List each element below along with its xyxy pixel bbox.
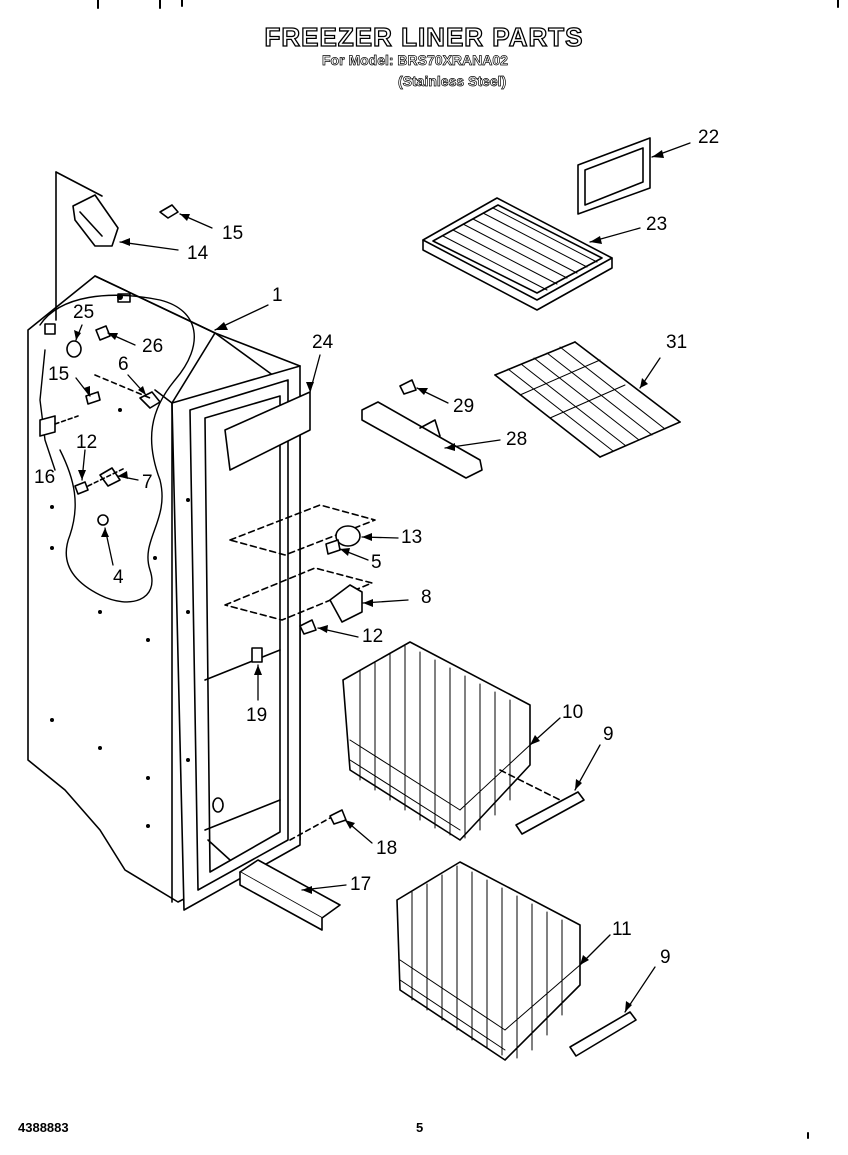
dashed-outline <box>229 504 376 556</box>
callout-10: 10 <box>562 702 583 723</box>
part-9-front-lower <box>569 1011 637 1057</box>
callout-18: 18 <box>376 838 397 859</box>
callout-numbers: 1 4 5 6 7 8 9 9 10 11 12 12 13 14 15 15 … <box>34 127 719 968</box>
screw-part <box>74 481 89 495</box>
dashed-leader <box>289 817 331 841</box>
screw-part <box>299 619 317 635</box>
callout-24: 24 <box>312 332 334 353</box>
page-number: 5 <box>416 1120 424 1135</box>
part-23-shelf <box>422 197 613 311</box>
part-28-bracket <box>361 401 483 479</box>
screw-part <box>159 204 179 219</box>
arrowheads <box>74 150 664 1012</box>
bracket-detail <box>79 211 103 237</box>
part-16-block <box>39 415 56 437</box>
callout-12-left: 12 <box>76 432 97 453</box>
callout-4: 4 <box>113 567 124 588</box>
callout-1: 1 <box>272 285 283 306</box>
part-29-screw <box>399 379 417 395</box>
part-31-wire-shelf <box>494 341 681 458</box>
callout-5: 5 <box>371 552 382 573</box>
part-4-fastener <box>97 514 109 526</box>
part-10-basket <box>342 641 531 841</box>
leader-line <box>55 171 103 197</box>
callout-22: 22 <box>698 127 719 148</box>
part-28-detail <box>419 419 441 437</box>
callout-9-lower: 9 <box>660 947 671 968</box>
part-11-basket <box>396 861 581 1061</box>
callout-7: 7 <box>142 472 153 493</box>
callout-26: 26 <box>142 336 163 357</box>
callout-6: 6 <box>118 354 129 375</box>
callout-17: 17 <box>350 874 371 895</box>
light-socket <box>95 325 111 341</box>
dashed-leader <box>87 467 126 487</box>
callout-25: 25 <box>73 302 94 323</box>
doc-number: 4388883 <box>18 1120 69 1135</box>
callout-16: 16 <box>34 467 55 488</box>
finish-line: (Stainless Steel) <box>398 73 507 90</box>
bracket-part <box>72 194 119 247</box>
callout-9-upper: 9 <box>603 724 614 745</box>
callout-12-right: 12 <box>362 626 383 647</box>
callout-23: 23 <box>646 214 667 235</box>
callout-8: 8 <box>421 587 432 608</box>
part-13-roller <box>335 525 361 547</box>
part-5-screw <box>325 539 341 555</box>
callout-13: 13 <box>401 527 422 548</box>
part-17-face <box>239 871 323 931</box>
dashed-leader <box>54 415 79 425</box>
callout-11: 11 <box>612 919 632 940</box>
callout-31: 31 <box>666 332 687 353</box>
callout-19: 19 <box>246 705 267 726</box>
callout-15-top: 15 <box>222 223 243 244</box>
page-title: FREEZER LINER PARTS <box>264 21 584 52</box>
part-8-bracket <box>329 584 363 623</box>
part-24-rail <box>224 391 311 471</box>
part-9-front-upper <box>515 791 585 835</box>
callout-29: 29 <box>453 396 474 417</box>
dashed-leader <box>94 374 151 399</box>
dashed-leader <box>499 769 561 801</box>
light-bulb <box>66 340 82 358</box>
part-18-screw <box>329 809 347 825</box>
dashed-outline <box>224 567 373 621</box>
callout-28: 28 <box>506 429 527 450</box>
part-19-switch <box>251 647 263 663</box>
part-22-frame <box>577 137 651 215</box>
model-line: For Model: BRS70XRANA02 <box>322 52 509 69</box>
part-22-inner <box>584 147 644 206</box>
crop-marks <box>97 0 839 1139</box>
callout-14: 14 <box>187 243 209 264</box>
callout-15-left: 15 <box>48 364 69 385</box>
